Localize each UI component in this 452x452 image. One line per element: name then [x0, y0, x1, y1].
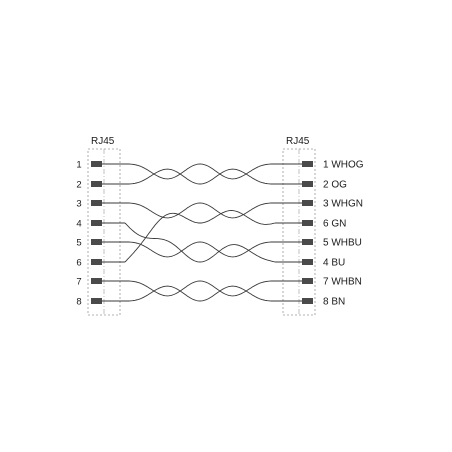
- left-connector: RJ45 1 2 3 4 5 6 7 8: [76, 136, 125, 316]
- left-pin-contact: [91, 200, 102, 206]
- right-pin-label: 6 GN: [323, 219, 346, 230]
- right-connector-label: RJ45: [286, 136, 310, 147]
- right-pin-label: 8 BN: [323, 297, 345, 308]
- left-pin-number: 7: [76, 277, 81, 288]
- right-pin-contact: [302, 278, 313, 284]
- pair-wire-b: [125, 285, 275, 302]
- left-pin-group: 1 2 3 4 5 6 7 8: [76, 160, 125, 308]
- right-pin-label: 3 WHGN: [323, 199, 363, 210]
- pair-wire-b: [124, 210, 276, 263]
- left-pin-contact: [91, 239, 102, 245]
- pair-wire-a: [125, 163, 275, 180]
- right-pin-contact: [302, 181, 313, 187]
- pair-wire-b: [125, 168, 275, 185]
- left-connector-label: RJ45: [91, 136, 115, 147]
- left-pin-number: 5: [76, 238, 81, 249]
- left-pin-contact: [91, 220, 102, 226]
- right-pin-contact: [302, 298, 313, 304]
- left-pin-contact: [91, 161, 102, 167]
- right-pin-label: 2 OG: [323, 180, 347, 191]
- left-pin-contact: [91, 259, 102, 265]
- left-pin-number: 4: [76, 219, 81, 230]
- right-pin-contact: [302, 200, 313, 206]
- left-pin-contact: [91, 298, 102, 304]
- right-pin-contact: [302, 239, 313, 245]
- left-pin-number: 8: [76, 297, 81, 308]
- right-pin-label: 7 WHBN: [323, 277, 362, 288]
- pair-wire-a: [125, 280, 275, 297]
- pair-wire-a: [125, 202, 275, 219]
- right-pin-contact: [302, 161, 313, 167]
- right-pin-label: 5 WHBU: [323, 238, 362, 249]
- right-pin-label: 4 BU: [323, 258, 345, 269]
- right-pin-contact: [302, 259, 313, 265]
- pair-wire-b: [124, 222, 276, 263]
- left-pin-number: 6: [76, 258, 81, 269]
- right-pin-group: 1 WHOG 2 OG 3 WHGN 6 GN 5 WHBU 4 BU 7 WHBN 8 BN: [275, 160, 364, 308]
- right-pin-contact: [302, 220, 313, 226]
- left-pin-contact: [91, 278, 102, 284]
- left-pin-number: 2: [76, 180, 81, 191]
- left-pin-number: 3: [76, 199, 81, 210]
- left-pin-number: 1: [76, 160, 81, 171]
- right-pin-label: 1 WHOG: [323, 160, 364, 171]
- pair-wire-a: [125, 241, 275, 258]
- right-connector: RJ45 1 WHOG 2 OG 3 WHGN 6 GN 5 WHBU 4 BU 7 WHB…: [275, 136, 364, 316]
- twisted-pair-wires: [124, 163, 276, 302]
- left-pin-contact: [91, 181, 102, 187]
